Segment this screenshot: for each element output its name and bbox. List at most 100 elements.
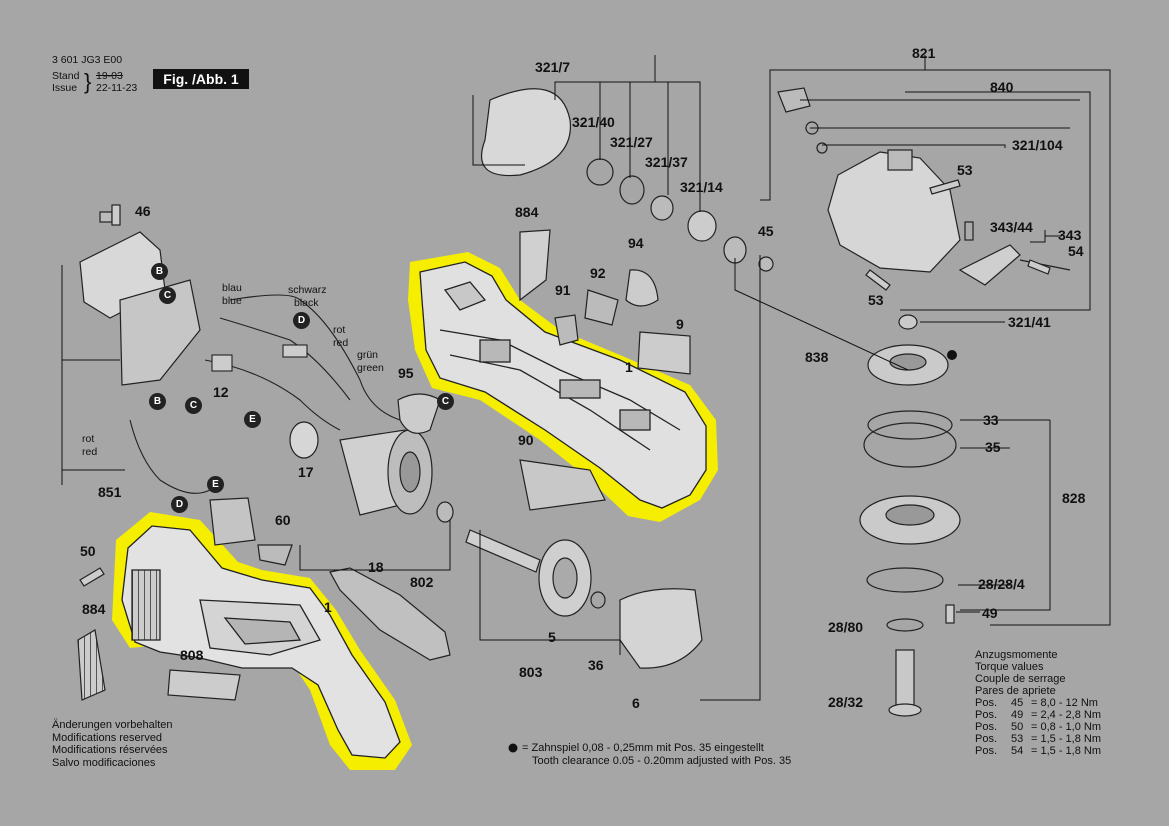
wire-blue-de: blau <box>222 282 242 294</box>
pn-17: 17 <box>298 464 314 480</box>
pn-884b: 884 <box>82 601 106 617</box>
motor <box>289 421 433 516</box>
wire-red-de: rot <box>333 324 345 336</box>
pn-28-32: 28/32 <box>828 694 863 710</box>
stand-label: Stand <box>52 70 80 82</box>
connector-badge-d-mid: D <box>293 312 310 329</box>
clearance-note: = Zahnspiel 0,08 - 0,25mm mit Pos. 35 ei… <box>522 742 791 767</box>
pn-321-40: 321/40 <box>572 114 615 130</box>
wire-blue-en: blue <box>222 295 242 307</box>
clearance-dot-marker <box>947 350 957 360</box>
pn-91: 91 <box>555 282 571 298</box>
fan-pinion <box>436 501 606 617</box>
pn-18: 18 <box>368 559 384 575</box>
screws <box>79 179 1051 624</box>
leader-lines <box>61 55 1111 701</box>
connector-badge-c-housing: C <box>437 393 454 410</box>
torque-row: Pos.53= 1,5 - 1,8 Nm <box>975 733 1102 745</box>
pn-321-27: 321/27 <box>610 134 653 150</box>
changes-note-fr: Modifications réservées <box>52 744 168 756</box>
pn-92: 92 <box>590 265 606 281</box>
pn-884a: 884 <box>515 204 539 220</box>
pn-821: 821 <box>912 45 936 61</box>
brace-glyph: } <box>84 69 92 94</box>
wire-black-de: schwarz <box>288 284 327 296</box>
pn-6: 6 <box>632 695 640 711</box>
wiring-harness <box>129 294 401 494</box>
changes-note: Änderungen vorbehalten Modifications res… <box>52 719 172 769</box>
wire-red2-de: rot <box>82 433 94 445</box>
pn-5: 5 <box>548 629 556 645</box>
torque-title-fr: Couple de serrage <box>975 673 1066 685</box>
pn-802: 802 <box>410 574 434 590</box>
changes-note-es: Salvo modificaciones <box>52 756 156 769</box>
changes-note-de: Änderungen vorbehalten <box>52 719 173 731</box>
pn-321-41: 321/41 <box>1008 314 1051 330</box>
pn-343-44: 343/44 <box>990 219 1033 235</box>
pn-95: 95 <box>398 365 414 381</box>
motor-housing-upper <box>419 261 707 509</box>
air-guide-cover <box>329 567 703 669</box>
wire-color-labels: blau blue schwarz black rot red grün gre… <box>82 282 384 458</box>
torque-values: Anzugsmomente Torque values Couple de se… <box>975 649 1101 757</box>
bearing-rings <box>77 88 774 701</box>
battery-terminal <box>79 211 201 386</box>
pn-33: 33 <box>983 412 999 428</box>
pn-49: 49 <box>982 605 998 621</box>
wire-red-en: red <box>333 337 348 349</box>
pn-94: 94 <box>628 235 644 251</box>
pn-28-80: 28/80 <box>828 619 863 635</box>
pn-838: 838 <box>805 349 829 365</box>
pn-851: 851 <box>98 484 122 500</box>
pn-35: 35 <box>985 439 1001 455</box>
pn-808: 808 <box>180 647 204 663</box>
clearance-dot-legend <box>508 743 518 753</box>
pn-60: 60 <box>275 512 291 528</box>
pn-36: 36 <box>588 657 604 673</box>
pn-90: 90 <box>518 432 534 448</box>
stand-value: 19-03 <box>96 70 123 82</box>
pn-53b: 53 <box>868 292 884 308</box>
connector-badge-b-left: B <box>149 393 166 410</box>
clearance-equals: = <box>522 742 529 754</box>
pn-45: 45 <box>758 223 774 239</box>
wire-green-de: grün <box>357 349 378 361</box>
torque-title-en: Torque values <box>975 661 1044 673</box>
pn-828: 828 <box>1062 490 1086 506</box>
gear-set <box>859 314 961 717</box>
spindle-lock-lever <box>958 221 1071 286</box>
clearance-note-en: Tooth clearance 0.05 - 0.20mm adjusted w… <box>532 754 792 767</box>
pn-321-7: 321/7 <box>535 59 570 75</box>
pn-840: 840 <box>990 79 1014 95</box>
torque-row: Pos.45= 8,0 - 12 Nm <box>975 697 1098 709</box>
part-number-labels: 821 840 321/7 321/40 321/27 321/37 321/1… <box>80 45 1086 711</box>
torque-title-es: Pares de apriete <box>975 685 1056 697</box>
pn-12: 12 <box>213 384 229 400</box>
torque-row: Pos.50= 0,8 - 1,0 Nm <box>975 721 1102 733</box>
pn-321-37: 321/37 <box>645 154 688 170</box>
connector-badge-e-low: E <box>207 476 224 493</box>
connector-badge-b-top: B <box>151 263 168 280</box>
wire-black-en: black <box>294 297 319 309</box>
connector-badge-d-low: D <box>171 496 188 513</box>
changes-note-en: Modifications reserved <box>52 731 163 744</box>
connector-badge-c-left: C <box>185 397 202 414</box>
pn-46: 46 <box>135 203 151 219</box>
pn-53a: 53 <box>957 162 973 178</box>
gear-head-housing <box>777 87 961 273</box>
pn-1b: 1 <box>324 599 332 615</box>
connector-badge-e-left: E <box>244 411 261 428</box>
torque-title-de: Anzugsmomente <box>975 649 1058 661</box>
pn-1a: 1 <box>625 359 633 375</box>
pn-803: 803 <box>519 664 543 680</box>
issue-label: Issue <box>52 82 78 94</box>
pn-321-14: 321/14 <box>680 179 723 195</box>
doc-number: 3 601 JG3 E00 <box>52 54 123 66</box>
pn-9: 9 <box>676 316 684 332</box>
pn-343: 343 <box>1058 227 1082 243</box>
pn-28-28-4: 28/28/4 <box>978 576 1025 592</box>
motor-housing-lower <box>121 525 401 759</box>
pn-54: 54 <box>1068 243 1084 259</box>
